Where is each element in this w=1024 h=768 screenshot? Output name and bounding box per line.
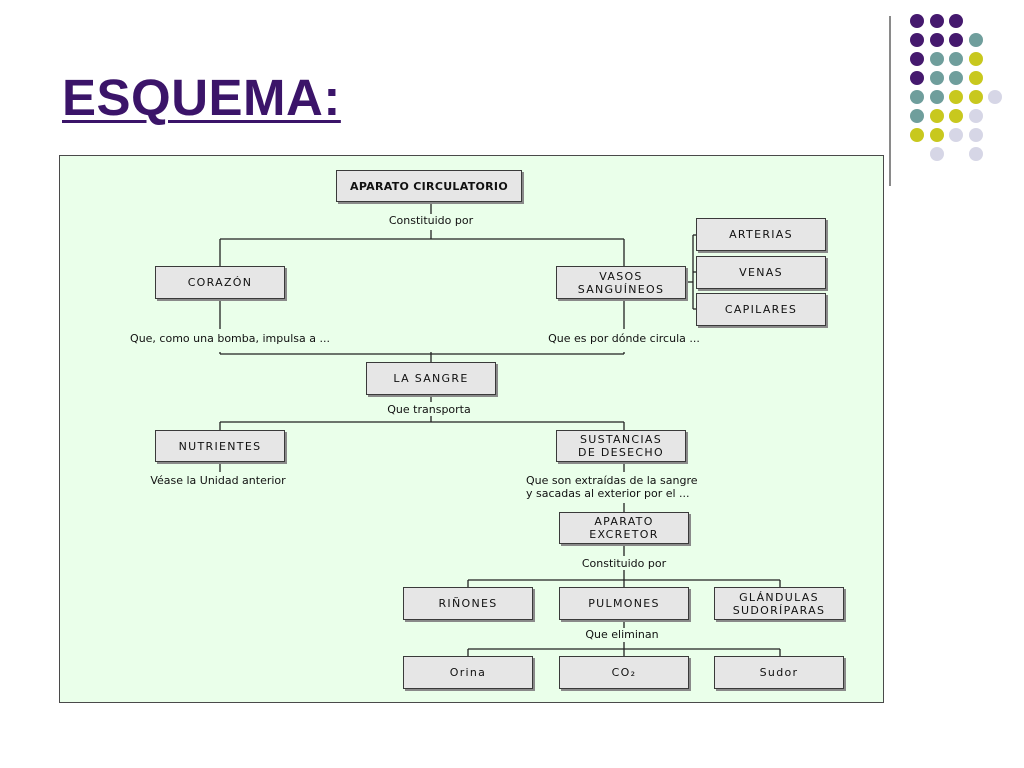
decorative-dot (968, 71, 983, 85)
node-sudor: Sudor (714, 656, 844, 689)
decorative-dot (929, 109, 944, 123)
decorative-dot (910, 90, 924, 104)
decorative-dot (929, 128, 944, 142)
node-rinones: RIÑONES (403, 587, 533, 620)
decorative-dot (968, 147, 983, 161)
decorative-dot (968, 109, 983, 123)
decorative-dot (910, 52, 924, 66)
label-bomba: Que, como una bomba, impulsa a ... (130, 332, 330, 345)
node-aparato-excretor: APARATO EXCRETOR (559, 512, 689, 544)
decorative-dot (929, 147, 944, 161)
decorative-dot (910, 33, 924, 47)
decorative-dot (968, 90, 983, 104)
label-circula: Que es por dónde circula ... (548, 332, 700, 345)
label-vease: Véase la Unidad anterior (150, 474, 286, 487)
node-venas: VENAS (696, 256, 826, 289)
concept-map-panel: APARATO CIRCULATORIO Constituido por COR… (59, 155, 884, 703)
decorative-dot (949, 128, 963, 142)
decorative-dot (968, 52, 983, 66)
decorative-dot (968, 128, 983, 142)
label-constituido-por-1: Constituido por (388, 214, 474, 227)
label-extraidas: Que son extraídas de la sangre y sacadas… (526, 474, 698, 500)
decorative-dot (988, 90, 1002, 104)
node-corazon: CORAZÓN (155, 266, 285, 299)
label-que-eliminan: Que eliminan (585, 628, 659, 641)
decorative-dot (949, 71, 963, 85)
decorative-dot (929, 33, 944, 47)
decorative-dot (910, 128, 924, 142)
node-arterias: ARTERIAS (696, 218, 826, 251)
decorative-dot (949, 90, 963, 104)
decorative-dot (949, 52, 963, 66)
node-co2: CO₂ (559, 656, 689, 689)
decorative-dot (910, 71, 924, 85)
node-pulmones: PULMONES (559, 587, 689, 620)
decorative-dot (968, 33, 983, 47)
decorative-dot-grid (910, 14, 1002, 164)
node-nutrientes: NUTRIENTES (155, 430, 285, 462)
decorative-dot (910, 109, 924, 123)
decorative-dot (929, 14, 944, 28)
slide-title: ESQUEMA: (62, 69, 341, 126)
node-la-sangre: LA SANGRE (366, 362, 496, 395)
title-divider-line (889, 16, 891, 186)
decorative-dot (949, 33, 963, 47)
decorative-dot (949, 109, 963, 123)
node-sustancias-de-desecho: SUSTANCIAS DE DESECHO (556, 430, 686, 462)
decorative-dot (910, 14, 924, 28)
label-constituido-por-2: Constituido por (581, 557, 667, 570)
node-glandulas-sudoriparas: GLÁNDULAS SUDORÍPARAS (714, 587, 844, 620)
decorative-dot (929, 52, 944, 66)
node-orina: Orina (403, 656, 533, 689)
decorative-dot (929, 90, 944, 104)
decorative-dot (929, 71, 944, 85)
node-aparato-circulatorio: APARATO CIRCULATORIO (336, 170, 522, 202)
node-capilares: CAPILARES (696, 293, 826, 326)
connector-lines (219, 202, 781, 656)
label-que-transporta: Que transporta (387, 403, 471, 416)
node-vasos-sanguineos: VASOS SANGUÍNEOS (556, 266, 686, 299)
decorative-dot (949, 14, 963, 28)
